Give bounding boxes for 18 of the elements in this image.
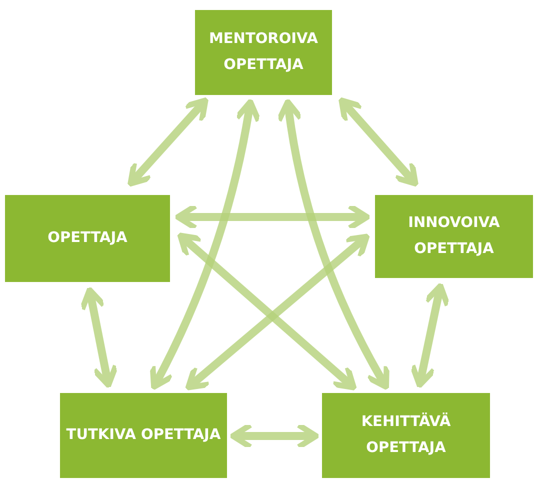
teacher-box (195, 10, 332, 95)
teacher-box (375, 195, 533, 278)
role-label: TUTKIVA OPETTAJA (66, 426, 221, 445)
teacher-box (5, 195, 170, 282)
role-label: OPETTAJA (48, 228, 128, 248)
double-arrow (410, 282, 450, 388)
role-label: INNOVOIVA OPETTAJA (407, 214, 501, 258)
double-arrow (338, 98, 418, 186)
double-arrow (128, 98, 208, 186)
double-arrow (276, 98, 390, 390)
role-label: KEHITTÄVÄ OPETTAJA (360, 412, 452, 458)
double-arrow (79, 286, 119, 388)
teacher-box (322, 393, 490, 478)
double-arrow (230, 422, 320, 450)
double-arrow (174, 203, 370, 231)
teacher-box (60, 393, 227, 478)
double-arrow (150, 98, 262, 390)
role-label: MENTOROIVA OPETTAJA (208, 30, 320, 74)
